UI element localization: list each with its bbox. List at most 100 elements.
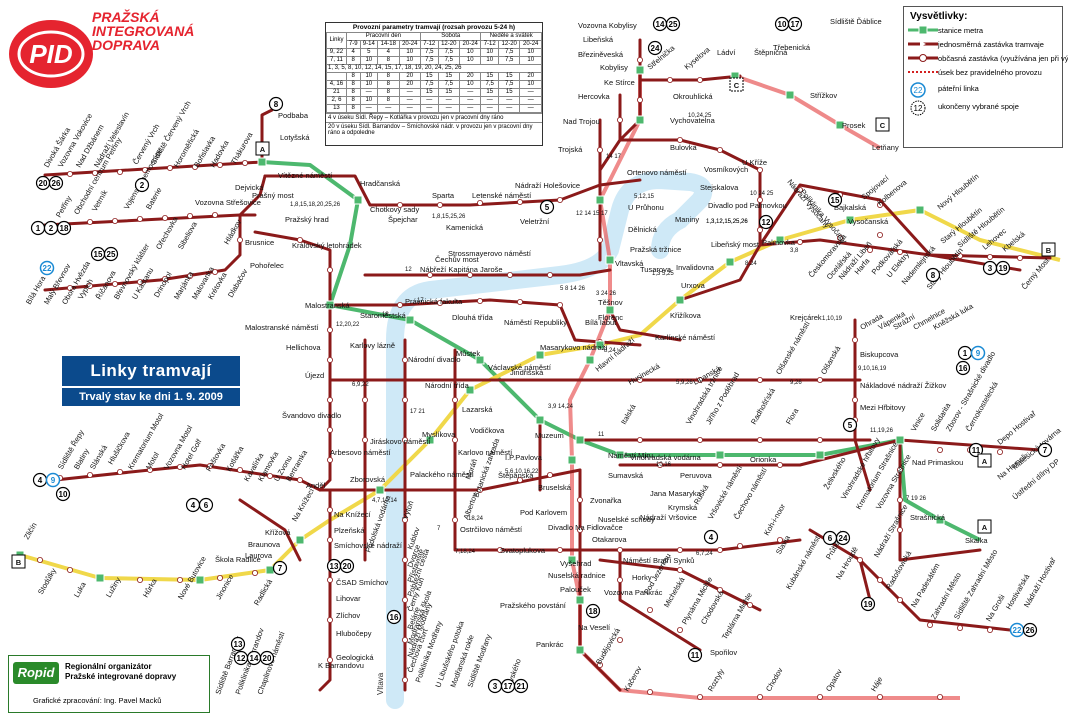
station-label-center: Švandovo divadlo [282,411,341,420]
metro-station [635,115,645,125]
svg-text:10: 10 [778,20,787,29]
tram-stop [547,471,554,478]
svg-text:22: 22 [914,86,923,95]
tram-stop [326,537,333,544]
svg-text:10: 10 [59,490,68,499]
station-label-center_north: U Průhonu [628,203,664,212]
line-number-label: 1,3 5,25 [652,271,674,277]
tram-stop [957,625,964,632]
tram-stop [476,297,483,304]
tram-stop [797,238,804,245]
tram-stop [211,268,218,275]
tram-stop [117,168,124,175]
station-label-center: Karlovo náměstí [458,448,513,457]
tram-stop [757,196,764,203]
tram-stop [141,166,148,173]
metro-station [425,435,435,445]
legend-no-regular-service: úsek bez pravidelného provozu [908,67,1042,77]
sched-hour: 9-14 [359,40,379,49]
tram-stop [737,543,744,550]
line-number-label: 5,6,10,16,22 [505,469,539,475]
map-title-main: Linky tramvají [62,356,240,386]
tram-stop [677,627,684,634]
svg-text:17: 17 [504,682,513,691]
footer-line-2: Pražské integrované dopravy [65,672,177,681]
svg-text:7: 7 [278,564,283,573]
tram-stop [266,472,273,479]
sched-hour: 20-24 [458,40,482,49]
svg-text:A: A [982,523,988,532]
tram-stop [396,301,403,308]
tram-stop [757,436,764,443]
station-label-southwest: Geologická [336,653,374,662]
tram-stop [112,217,119,224]
station-label-southeast: Jana Masaryka [650,489,702,498]
svg-text:11: 11 [972,446,981,455]
tram-stop [617,547,624,554]
svg-text:12: 12 [237,654,246,663]
sched-hour: 20-24 [398,40,421,49]
tram-stop [637,57,644,64]
legend-oneway-stop: jednosměrná zastávka tramvaje [908,38,1058,50]
line-number-label: 1,10,19 [822,316,843,322]
station-label-north: Štěpničná [754,48,788,57]
tram-stop [466,271,473,278]
metro-marker-a-dejvicka: A [255,141,270,156]
station-label-center_north: Kamenická [446,223,484,232]
station-label-east: Nový Hloubětín [936,172,981,212]
station-label-east: Biskupcova [860,350,899,359]
river-vltava [386,170,713,709]
map-title: Linky tramvají Trvalý stav ke dni 1. 9. … [62,356,240,406]
station-label-center: Masarykovo nádraží [540,343,608,352]
terminal-badge: 5 [539,199,555,215]
svg-text:2: 2 [140,181,145,190]
sched-col-lines: Linky [326,32,347,49]
tram-stop [987,253,994,260]
tram-stop [87,218,94,225]
terminal-badge: 2 [134,177,150,193]
line-number-label: 11,19,26 [870,428,894,434]
tram-stop [176,463,183,470]
station-label-north: Vozovna Kobylisy [578,21,637,30]
tram-stop [401,557,408,564]
station-label-center: Italská [619,402,638,426]
station-label-southeast: Strašnická [910,513,946,522]
station-label-north: Březiněveská [578,50,624,59]
organization-name: PRAŽSKÁ INTEGROVANÁ DOPRAVA [92,9,195,53]
line-number-labels: 1,8,15,18,20,25,261,8,15,25,2612171812,2… [290,113,927,557]
tram-stop [997,448,1004,455]
tram-stop [777,461,784,468]
station-label-center: Husinecká [627,361,663,387]
station-label-east: Vysočanská [848,217,889,226]
tram-stop [241,159,248,166]
station-label-center_north: Špejchar [388,215,418,224]
tram-stop [136,577,143,584]
tram-lines [43,38,1052,692]
tram-stop [176,577,183,584]
station-label-center_north: Pražská tržnice [630,245,681,254]
svg-text:22: 22 [43,264,52,273]
station-label-east: Krejcárek [790,313,822,322]
tram-stop [577,496,584,503]
station-label-north: U Kříže [742,158,767,167]
svg-text:21: 21 [517,682,526,691]
legend-box: Vysvětlivky: stanice metra jednosměrná z… [903,6,1068,148]
station-label-center_north: Nábřeží Kapitána Jaroše [420,265,503,274]
station-label-center: Flora [784,406,801,426]
metro-station [95,573,105,583]
sched-group: Sobota [419,32,482,41]
svg-text:1: 1 [36,224,41,233]
tram-stop [251,570,258,577]
tram-stop [597,236,604,243]
tram-stop [326,506,333,513]
tram-stop [396,201,403,208]
station-label-center_north: Dělnická [628,225,658,234]
sched-hour: 14-18 [377,40,400,49]
metro-station [575,645,585,655]
station-label-center: Karlovy lázně [350,341,395,350]
